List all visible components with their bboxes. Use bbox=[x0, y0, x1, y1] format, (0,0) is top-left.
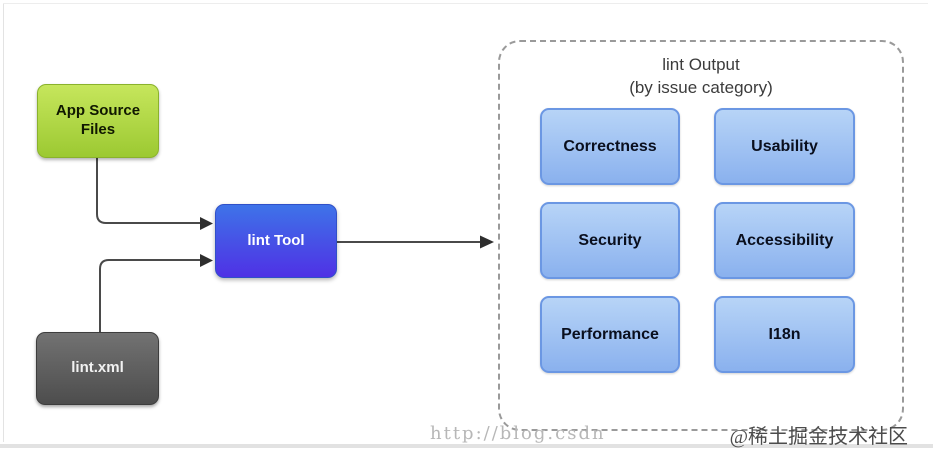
arrow-lint-xml-to-lint-tool bbox=[99, 259, 201, 332]
arrowhead-lint-xml bbox=[200, 254, 213, 267]
arrow-app-source-to-lint-tool bbox=[96, 158, 201, 224]
top-edge-line bbox=[3, 3, 928, 4]
node-lint-xml: lint.xml bbox=[36, 332, 159, 405]
category-box-i18n: I18n bbox=[714, 296, 855, 373]
category-box-correctness: Correctness bbox=[540, 108, 680, 185]
watermark-url: http://blog.csdn bbox=[430, 423, 606, 444]
arrowhead-lint-tool bbox=[480, 235, 494, 249]
watermark-community: @稀土掘金技术社区 bbox=[729, 426, 908, 448]
output-group-title: lint Output (by issue category) bbox=[500, 54, 902, 100]
lint-output-group: lint Output (by issue category) Correctn… bbox=[498, 40, 904, 431]
arrowhead-app-source bbox=[200, 217, 213, 230]
output-title-line2: (by issue category) bbox=[629, 77, 773, 97]
category-box-accessibility: Accessibility bbox=[714, 202, 855, 279]
category-box-usability: Usability bbox=[714, 108, 855, 185]
left-edge-line bbox=[3, 4, 4, 442]
category-box-performance: Performance bbox=[540, 296, 680, 373]
category-box-security: Security bbox=[540, 202, 680, 279]
output-title-line1: lint Output bbox=[662, 55, 740, 74]
node-app-source-files: App Source Files bbox=[37, 84, 159, 158]
category-grid: Correctness Usability Security Accessibi… bbox=[540, 108, 855, 373]
node-lint-tool: lint Tool bbox=[215, 204, 337, 278]
bottom-edge-strip bbox=[0, 444, 933, 448]
